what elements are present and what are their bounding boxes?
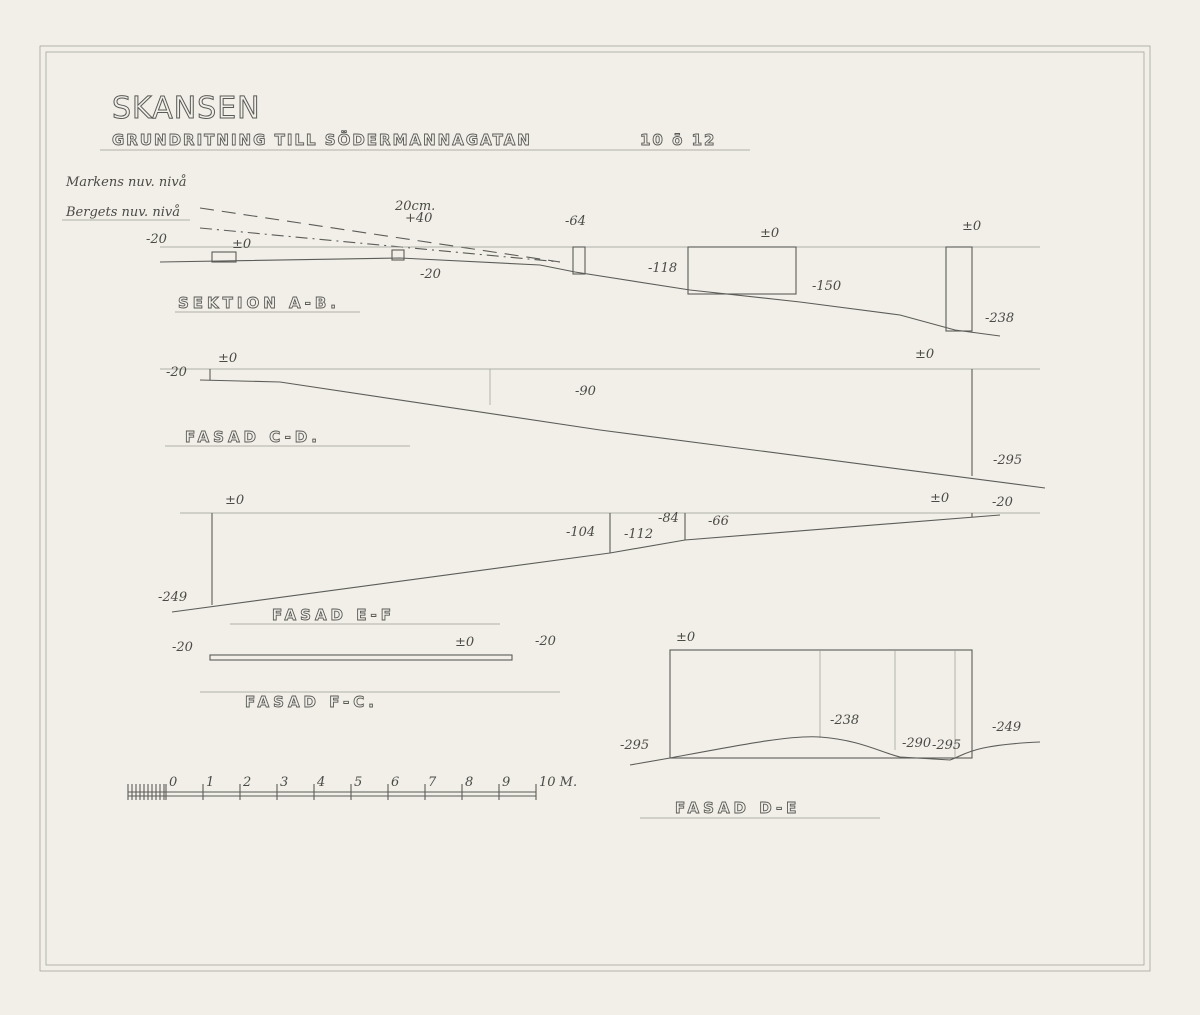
facade-e-f: ±0 -249 -104 -112 -84 -66 ±0 -20 FASAD E… [158,491,1040,624]
svg-text:±0: ±0 [930,491,949,506]
svg-text:-150: -150 [812,279,841,294]
svg-text:+40: +40 [405,211,432,226]
svg-text:-104: -104 [566,525,595,540]
facade-e-f-label: FASAD E-F [272,606,395,624]
facade-d-e-label: FASAD D-E [675,799,800,817]
svg-text:-118: -118 [648,261,677,276]
svg-text:-64: -64 [565,214,586,229]
svg-text:-66: -66 [708,514,729,529]
drawing-title: SKANSEN [112,91,261,126]
scale-tick-label: 5 [354,775,362,790]
svg-text:-84: -84 [658,511,679,526]
facade-f-c: -20 ±0 -20 FASAD F-C. [172,634,560,711]
scale-tick-label: 3 [280,775,288,790]
drawing-number: 10 ō 12 [640,131,717,149]
ground-level-label: Markens nuv. nivå [65,174,186,190]
svg-text:-20: -20 [420,267,441,282]
svg-text:-20: -20 [166,365,187,380]
facade-f-c-label: FASAD F-C. [245,693,378,711]
svg-text:-295: -295 [932,738,961,753]
scale-bar: 0 1 2 3 4 5 6 7 8 9 10 M. [127,775,577,800]
svg-text:±0: ±0 [962,219,981,234]
svg-text:-112: -112 [624,527,653,542]
scale-tick-label: 2 [242,775,251,790]
scale-tick-label: 6 [391,775,399,790]
svg-text:-238: -238 [985,311,1014,326]
section-a-b: Markens nuv. nivå Bergets nuv. nivå -20 … [62,174,1040,337]
svg-text:±0: ±0 [218,351,237,366]
svg-text:-295: -295 [993,453,1022,468]
svg-text:±0: ±0 [676,630,695,645]
scale-tick-label: 9 [502,775,510,790]
scale-tick-label: 4 [316,775,325,790]
svg-text:-238: -238 [830,713,859,728]
scale-tick-label: 10 M. [539,775,577,790]
scale-tick-label: 8 [465,775,473,790]
svg-text:±0: ±0 [915,347,934,362]
scale-tick-label: 1 [206,775,214,790]
svg-text:-20: -20 [172,640,193,655]
svg-text:-249: -249 [992,720,1021,735]
scale-tick-label: 7 [428,775,437,790]
svg-text:±0: ±0 [225,493,244,508]
svg-text:±0: ±0 [232,237,251,252]
rock-level-label: Bergets nuv. nivå [65,204,180,220]
drawing-subtitle: GRUNDRITNING TILL SÖDERMANNAGATAN [112,130,532,149]
svg-text:±0: ±0 [760,226,779,241]
svg-text:-290: -290 [902,736,931,751]
outer-border [39,45,1151,972]
svg-text:-20: -20 [535,634,556,649]
svg-text:-90: -90 [575,384,596,399]
scale-tick-label: 0 [169,775,177,790]
svg-text:20cm.: 20cm. [394,199,435,214]
svg-text:-295: -295 [620,738,649,753]
svg-text:-249: -249 [158,590,187,605]
facade-c-d-label: FASAD C-D. [185,428,321,446]
section-a-b-label: SEKTION A-B. [178,294,340,312]
svg-text:-20: -20 [146,232,167,247]
facade-d-e: ±0 -295 -238 -290 -295 -249 FASAD D-E [620,630,1041,819]
inner-border [45,51,1145,966]
svg-text:-20: -20 [992,495,1013,510]
svg-text:±0: ±0 [455,635,474,650]
facade-c-d: -20 ±0 -90 ±0 -295 FASAD C-D. [160,347,1046,489]
